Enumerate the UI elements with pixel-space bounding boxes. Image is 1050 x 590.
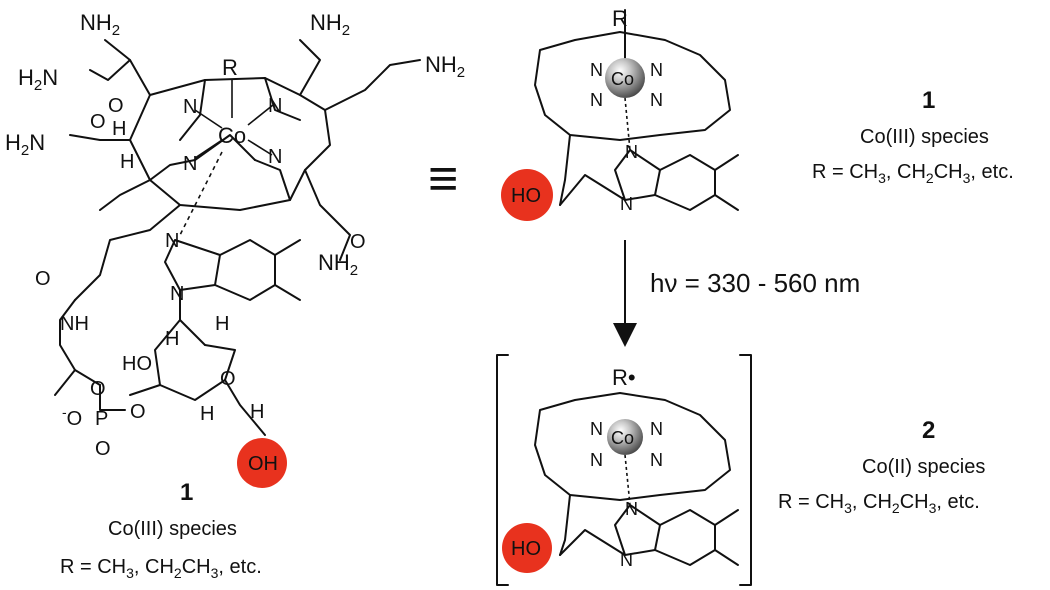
arrow-condition-label: hν = 330 - 560 nm: [650, 268, 860, 298]
co-label-top-right: Co: [611, 69, 634, 89]
h2n-mid-left-label: H2N: [5, 130, 45, 159]
compound-number-top-right: 1: [922, 87, 935, 114]
left-bracket: [496, 354, 509, 586]
n-label-4: N: [268, 146, 282, 168]
nh-label: NH: [60, 313, 89, 335]
h-label-6: H: [200, 403, 214, 425]
o-label-6: O: [130, 401, 146, 423]
h2n-upper-left-label: H2N: [18, 65, 58, 94]
h-label-2: H: [120, 151, 134, 173]
o-label-2: O: [90, 111, 106, 133]
nh2-lower-right-label: NH2: [318, 250, 358, 279]
n-top-2: N: [650, 60, 663, 80]
oh-highlight-bottom-right: [502, 523, 552, 573]
n-top-1: N: [590, 60, 603, 80]
bottom-right-bracketed-structure: R• Co N N N N N N HO 2 Co(II) species R …: [496, 354, 985, 586]
o-label-4: O: [35, 268, 51, 290]
n-bottom-2: N: [650, 419, 663, 439]
n-bottom-5: N: [625, 499, 638, 519]
r-label-left: R: [222, 55, 238, 80]
h-label-1: H: [112, 118, 126, 140]
n-label-benzimidazole-2: N: [170, 283, 184, 305]
co-label-left: Co: [218, 123, 246, 148]
species-label-left: Co(III) species: [108, 518, 237, 540]
o-label-3: O: [350, 231, 366, 253]
r-definition-bottom-right: R = CH3, CH2CH3, etc.: [778, 491, 980, 516]
oh-highlight-left: [237, 438, 287, 488]
h-label-3: H: [215, 313, 229, 335]
o-label-7: O: [95, 438, 111, 460]
compound-number-left: 1: [180, 479, 193, 506]
corrin-ring-bonds: [54, 39, 421, 436]
o-minus-label: -O: [62, 404, 82, 430]
o-label-5: O: [90, 378, 106, 400]
n-label-3: N: [183, 153, 197, 175]
n-top-6: N: [620, 194, 633, 214]
o-label-1: O: [108, 95, 124, 117]
radical-label: R•: [612, 365, 636, 390]
oh-highlight-top-right: [501, 169, 553, 221]
nh2-right-label: NH2: [425, 52, 465, 81]
ho-label-top-right: HO: [511, 185, 541, 207]
o-label-ribose: O: [220, 368, 236, 390]
p-label: P: [95, 408, 108, 430]
n-bottom-6: N: [620, 550, 633, 570]
left-atom-labels: NH2 NH2 NH2 H2N H2N NH2 R Co N N N N N N…: [5, 10, 465, 475]
left-cobalamin-structure: NH2 NH2 NH2 H2N H2N NH2 R Co N N N N N N…: [5, 10, 465, 581]
n-top-5: N: [625, 142, 638, 162]
n-label-2: N: [268, 95, 282, 117]
r-definition-top-right: R = CH3, CH2CH3, etc.: [812, 161, 1014, 186]
species-label-top-right: Co(III) species: [860, 126, 989, 148]
n-bottom-4: N: [650, 450, 663, 470]
top-right-simplified-structure: R Co N N N N N N HO 1 Co(III) species R …: [501, 6, 1014, 221]
ho-label-left: HO: [122, 353, 152, 375]
oh-label-left: OH: [248, 453, 278, 475]
equivalence-symbol: ≡: [428, 150, 458, 208]
right-bracket: [739, 354, 752, 586]
ho-label-bottom-right: HO: [511, 538, 541, 560]
r-definition-left: R = CH3, CH2CH3, etc.: [60, 556, 262, 581]
nh2-top-left-label: NH2: [80, 10, 120, 39]
species-label-bottom-right: Co(II) species: [862, 456, 985, 478]
h-label-4: H: [165, 328, 179, 350]
r-label-top-right: R: [612, 6, 628, 31]
n-bottom-3: N: [590, 450, 603, 470]
n-top-3: N: [590, 90, 603, 110]
co-label-bottom-right: Co: [611, 428, 634, 448]
n-label-1: N: [183, 96, 197, 118]
compound-number-bottom-right: 2: [922, 417, 935, 444]
h-label-5: H: [250, 401, 264, 423]
n-label-benzimidazole-1: N: [165, 230, 179, 252]
n-bottom-1: N: [590, 419, 603, 439]
n-top-4: N: [650, 90, 663, 110]
cobalt-sphere-bottom: [607, 419, 643, 455]
nh2-top-right-label: NH2: [310, 10, 350, 39]
cobalt-sphere-top: [605, 58, 645, 98]
